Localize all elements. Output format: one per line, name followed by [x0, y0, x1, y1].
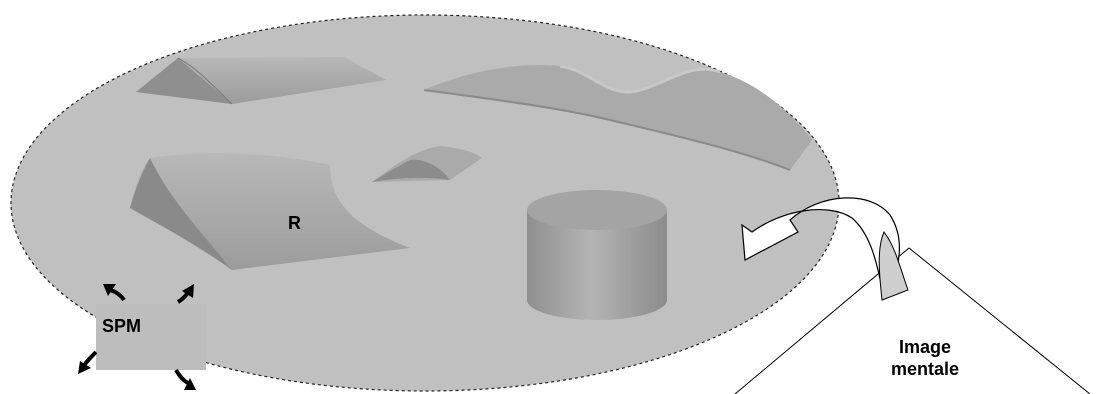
label-mental-image: Image mentale: [870, 336, 980, 380]
label-mental-image-line2: mentale: [870, 358, 980, 380]
label-mental-image-line1: Image: [870, 336, 980, 358]
label-spm: SPM: [102, 316, 141, 337]
spm-box: [96, 304, 206, 370]
label-r: R: [288, 213, 301, 234]
cylinder-object: [527, 190, 667, 320]
